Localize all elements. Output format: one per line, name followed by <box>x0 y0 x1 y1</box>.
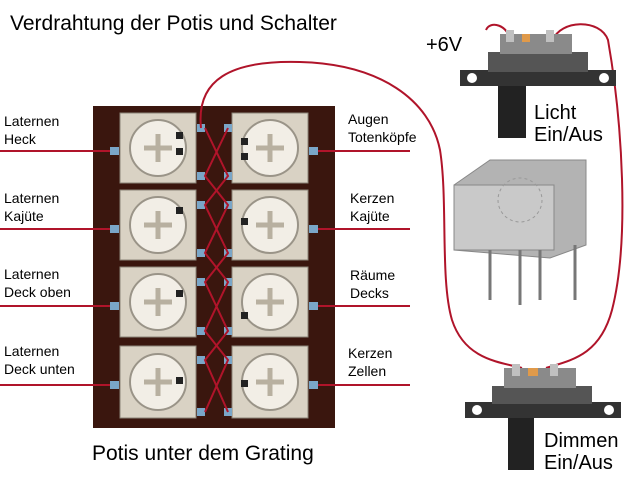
label-raeume-decks: Räume Decks <box>350 267 396 301</box>
pot-right-4 <box>231 345 309 419</box>
supply-voltage-label: +6V <box>426 34 463 56</box>
label-laternen-deck-unten: Laternen Deck unten <box>4 343 75 377</box>
switch-bottom <box>465 364 621 470</box>
rotary-switch <box>453 159 587 305</box>
label-augen-totenkoepfe: Augen Totenköpfe <box>348 111 417 145</box>
pot-left-1 <box>119 112 197 184</box>
wires <box>0 23 624 413</box>
label-kerzen-kajuete: Kerzen Kajüte <box>350 190 395 224</box>
board-caption: Potis unter dem Grating <box>92 442 314 465</box>
pot-right-1 <box>231 112 309 184</box>
pot-right-3 <box>231 266 309 338</box>
label-laternen-deck-oben: Laternen Deck oben <box>4 266 71 300</box>
pot-right-2 <box>231 189 309 261</box>
label-kerzen-zellen: Kerzen Zellen <box>348 345 393 379</box>
label-licht-ein-aus: Licht Ein/Aus <box>534 102 603 146</box>
label-laternen-kajuete: Laternen Kajüte <box>4 190 60 224</box>
pot-left-4 <box>119 345 197 419</box>
label-laternen-heck: Laternen Heck <box>4 113 60 147</box>
pot-left-2 <box>119 189 197 261</box>
pot-left-3 <box>119 266 197 338</box>
switch-top <box>460 30 616 138</box>
page-title: Verdrahtung der Potis und Schalter <box>10 12 337 35</box>
label-dimmen-ein-aus: Dimmen Ein/Aus <box>544 430 619 474</box>
